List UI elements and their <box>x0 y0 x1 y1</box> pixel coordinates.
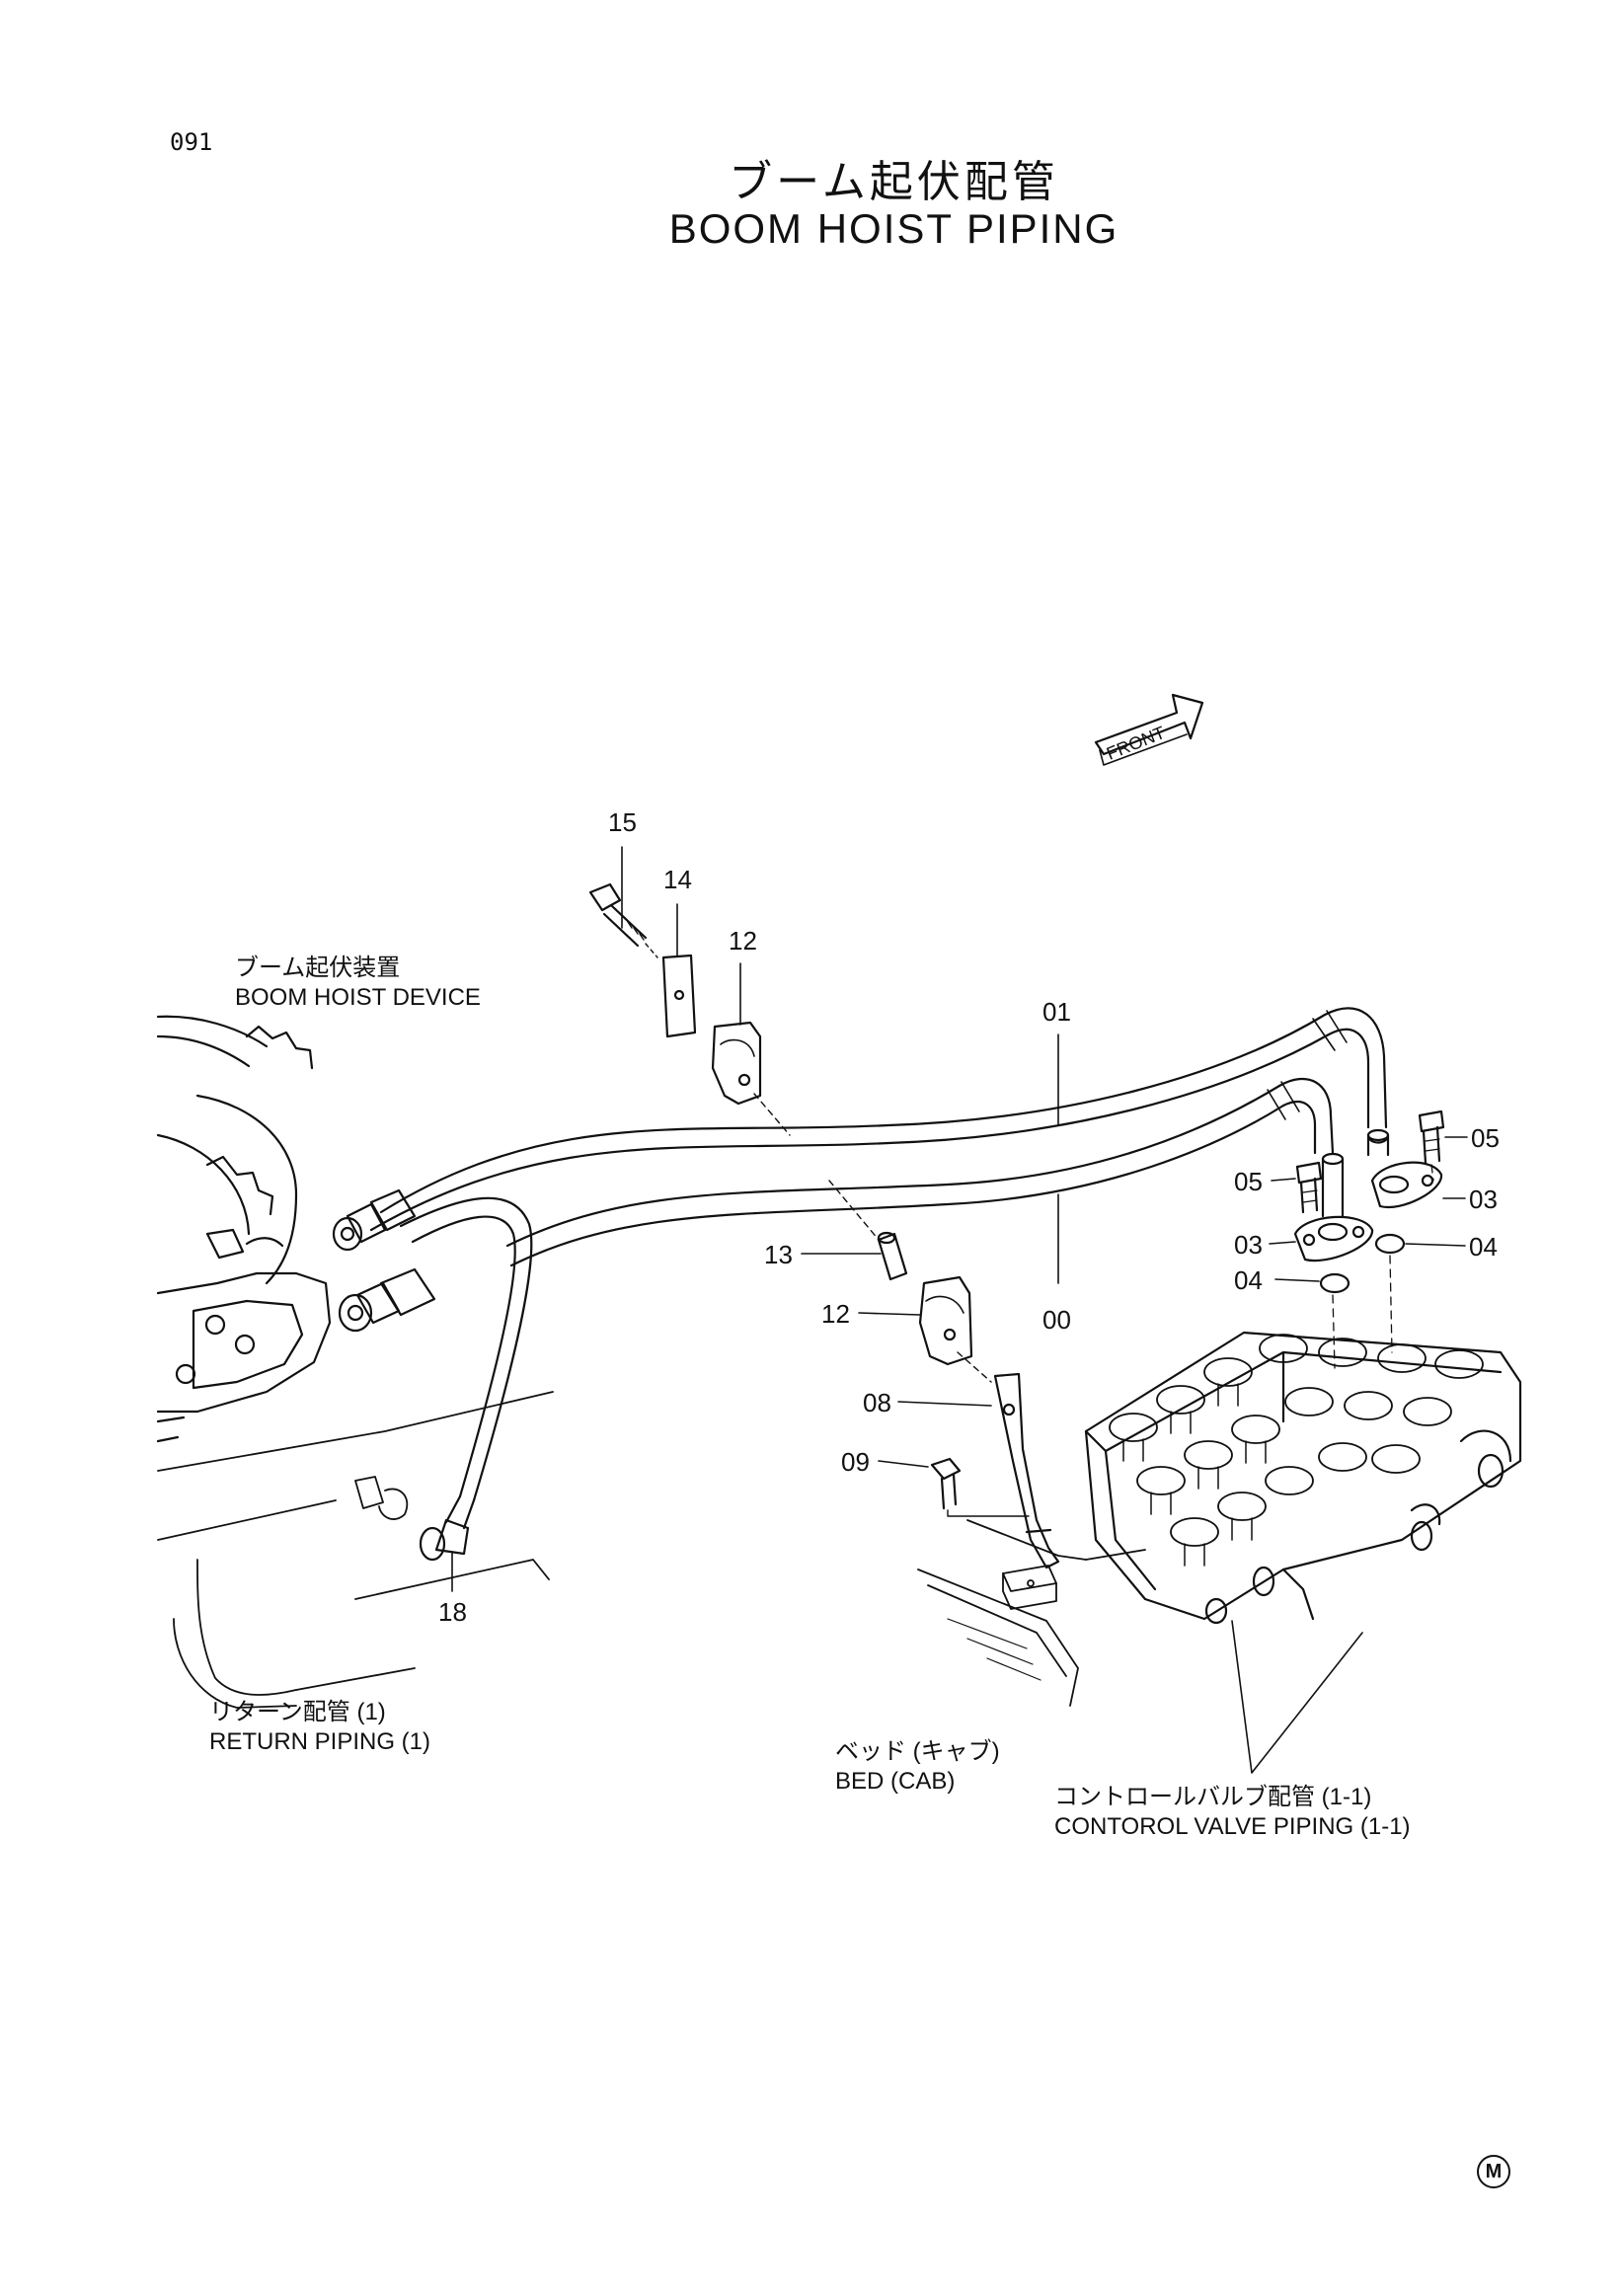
callout-18: 18 <box>438 1597 467 1627</box>
flange-bolt-05-right <box>1418 1110 1445 1165</box>
boom-hoist-device-label: ブーム起伏装置 BOOM HOIST DEVICE <box>235 954 481 1013</box>
callout-04-left: 04 <box>1234 1265 1263 1295</box>
callout-04-right: 04 <box>1469 1232 1498 1262</box>
front-direction-arrow <box>1094 693 1204 766</box>
callout-leader-lines <box>451 846 1468 1774</box>
boom-hoist-device-label-jp: ブーム起伏装置 <box>235 955 401 981</box>
boom-hoist-device-drawing <box>156 1015 332 1443</box>
page-title-japanese: ブーム起伏配管 <box>729 157 1059 207</box>
spacer-13-drawing <box>828 1180 908 1281</box>
callout-05-right: 05 <box>1471 1123 1500 1153</box>
o-ring-04-left <box>1319 1272 1350 1294</box>
bolt-09-drawing <box>930 1457 1030 1517</box>
callout-12-lower: 12 <box>821 1299 850 1329</box>
plate-14-drawing <box>661 954 697 1038</box>
callout-00: 00 <box>1042 1305 1071 1335</box>
callout-01: 01 <box>1042 997 1071 1027</box>
split-flange-03-left <box>1293 1152 1374 1263</box>
control-valve-drawing <box>1084 1331 1522 1625</box>
callout-05-left: 05 <box>1234 1167 1263 1196</box>
o-ring-04-right <box>1374 1233 1406 1255</box>
hose-01 <box>369 1007 1388 1232</box>
boom-hoist-device-label-en: BOOM HOIST DEVICE <box>235 984 481 1011</box>
hose-end-fittings-left <box>332 1188 436 1333</box>
bed-cab-label-jp: ベッド (キャブ) <box>835 1738 1000 1765</box>
callout-08: 08 <box>863 1388 891 1417</box>
callout-03-right: 03 <box>1469 1185 1498 1214</box>
bracket-08-drawing <box>993 1372 1060 1569</box>
control-valve-piping-label-jp: コントロールバルブ配管 (1-1) <box>1054 1784 1372 1810</box>
hose-00 <box>505 1077 1335 1267</box>
split-flange-03-right <box>1366 1128 1443 1209</box>
callout-13: 13 <box>764 1240 793 1269</box>
return-piping-label-en: RETURN PIPING (1) <box>209 1728 431 1755</box>
flange-bolt-05-left <box>1295 1161 1323 1214</box>
bed-cab-label-en: BED (CAB) <box>835 1768 956 1795</box>
page-title-english: BOOM HOIST PIPING <box>668 205 1119 252</box>
callout-14: 14 <box>663 865 692 894</box>
frame-outline-drawing <box>157 1391 554 1709</box>
return-hose-18 <box>399 1196 533 1562</box>
callout-09: 09 <box>841 1447 870 1477</box>
clamp-12-upper-drawing <box>711 1021 791 1136</box>
callout-03-left: 03 <box>1234 1230 1263 1260</box>
bed-cab-drawing <box>917 1519 1146 1707</box>
callout-15: 15 <box>608 807 637 837</box>
assembly-center-lines <box>1332 1164 1434 1369</box>
control-valve-piping-label-en: CONTOROL VALVE PIPING (1-1) <box>1054 1813 1411 1840</box>
callout-12-upper: 12 <box>729 926 757 956</box>
manufacturer-mark: M <box>1477 2155 1510 2188</box>
clamp-12-lower-drawing <box>918 1275 992 1383</box>
page-number: 091 <box>170 128 213 156</box>
bolt-15-drawing <box>588 882 658 958</box>
return-piping-label-jp: リターン配管 (1) <box>209 1699 386 1725</box>
control-valve-piping-label: コントロールバルブ配管 (1-1) CONTOROL VALVE PIPING … <box>1054 1783 1411 1842</box>
return-piping-label: リターン配管 (1) RETURN PIPING (1) <box>209 1698 430 1757</box>
bed-cab-label: ベッド (キャブ) BED (CAB) <box>835 1737 1000 1797</box>
